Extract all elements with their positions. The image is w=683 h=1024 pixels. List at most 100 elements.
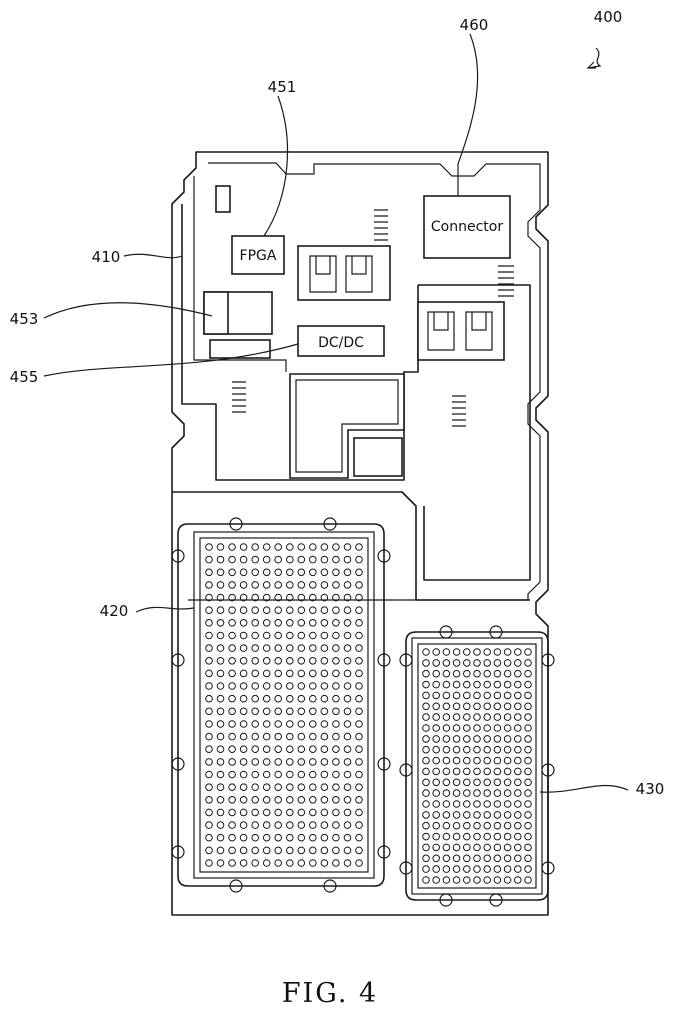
array-420-pin: [206, 784, 213, 791]
array-430-pin: [525, 736, 532, 743]
array-420-pin: [275, 632, 282, 639]
array-420-pin: [321, 569, 328, 576]
array-420-pin: [344, 746, 351, 753]
leader-400: [588, 48, 600, 68]
array-420-pin: [263, 620, 270, 627]
array-420-pin: [310, 670, 317, 677]
array-430-pin: [515, 779, 522, 786]
array-430-pin: [474, 768, 481, 775]
array-430-pin: [504, 746, 511, 753]
array-420-pin: [298, 771, 305, 778]
array-420-pin: [275, 683, 282, 690]
array-430-pin: [464, 746, 471, 753]
array-430-pin: [494, 725, 501, 732]
array-420-pin: [263, 556, 270, 563]
array-420-pin: [240, 809, 247, 816]
array-420-pin: [356, 797, 363, 804]
array-430-pin: [494, 833, 501, 840]
array-430-pin: [504, 877, 511, 884]
array-430-pin: [525, 768, 532, 775]
array-430-pin: [525, 660, 532, 667]
array-430-pin: [504, 681, 511, 688]
array-420-pin: [310, 746, 317, 753]
array-430-pin: [484, 844, 491, 851]
array-420-pin: [206, 733, 213, 740]
array-420-pin: [321, 822, 328, 829]
array-430-pin: [443, 779, 450, 786]
array-420-pin: [206, 569, 213, 576]
array-430-pin: [494, 670, 501, 677]
array-420-pin: [356, 632, 363, 639]
array-420-pin: [263, 670, 270, 677]
array-420-pin: [206, 860, 213, 867]
array-430-pin: [494, 736, 501, 743]
array-420-pin: [321, 708, 328, 715]
array-420-pin: [263, 708, 270, 715]
array-420-pin: [344, 632, 351, 639]
array-420-pin: [321, 809, 328, 816]
array-430-pin: [443, 681, 450, 688]
array-420-pin: [356, 695, 363, 702]
array-420-pin: [310, 847, 317, 854]
array-430-pin: [515, 877, 522, 884]
array-430-pin: [453, 660, 460, 667]
array-420-pin: [333, 556, 340, 563]
array-430-pin: [525, 844, 532, 851]
array-420-pin: [217, 746, 224, 753]
array-430-pin: [464, 855, 471, 862]
array-430-pin: [504, 844, 511, 851]
array-420-pin: [240, 556, 247, 563]
array-420-pin: [356, 544, 363, 551]
array-430-pin: [423, 660, 430, 667]
array-430-pin: [484, 660, 491, 667]
array-430-pin: [484, 736, 491, 743]
array-420-pin: [252, 809, 259, 816]
array-430-pin: [525, 746, 532, 753]
array-430-pin: [453, 703, 460, 710]
array-420-pin: [217, 683, 224, 690]
array-420-pin: [240, 632, 247, 639]
array-420-pin: [333, 695, 340, 702]
array-430-pin: [515, 801, 522, 808]
array-420-pin: [287, 632, 294, 639]
array-430-pin: [453, 681, 460, 688]
array-420-pin: [287, 797, 294, 804]
array-420-pin: [275, 809, 282, 816]
array-420-pin: [263, 784, 270, 791]
array-420-pin: [217, 556, 224, 563]
array-420-pin: [344, 645, 351, 652]
array-420-pin: [240, 670, 247, 677]
array-430-pin: [433, 725, 440, 732]
array-430-pin: [464, 877, 471, 884]
array-430-pin: [494, 681, 501, 688]
array-430-pin: [474, 725, 481, 732]
array-420-pin: [356, 847, 363, 854]
array-420-pin: [229, 809, 236, 816]
array-420-pin: [252, 721, 259, 728]
array-430-pin: [453, 801, 460, 808]
array-420-pin: [321, 847, 328, 854]
array-420-pin: [252, 759, 259, 766]
array-420-pin: [321, 759, 328, 766]
array-430-pin: [484, 779, 491, 786]
array-420-pin: [333, 708, 340, 715]
array-430-pin: [504, 812, 511, 819]
array-420-pin: [298, 721, 305, 728]
capacitor-stack-4: [452, 396, 466, 426]
array-420-pin: [275, 607, 282, 614]
ref-460: 460: [460, 16, 489, 34]
ref-400: 400: [594, 8, 623, 26]
array-420-pin: [252, 658, 259, 665]
array-420-pin: [310, 708, 317, 715]
array-420-pin: [321, 658, 328, 665]
array-420-pin: [344, 860, 351, 867]
array-420-pin: [356, 607, 363, 614]
array-420-pin: [321, 695, 328, 702]
array-420-pin: [287, 822, 294, 829]
leader-410: [124, 254, 182, 257]
array-430-pin: [525, 714, 532, 721]
array-420-pin: [298, 847, 305, 854]
array-420-pin: [333, 569, 340, 576]
array-430-pin: [515, 703, 522, 710]
